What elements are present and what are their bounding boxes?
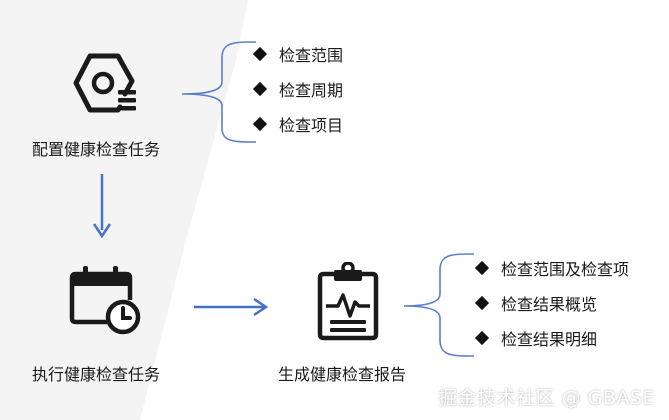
report-items-brace (403, 253, 475, 357)
config-items-brace (181, 41, 257, 143)
list-item: 检查范围及检查项 (474, 250, 630, 285)
config-items-list: 检查范围 检查周期 检查项目 (252, 36, 344, 141)
diamond-bullet-icon (252, 116, 268, 131)
list-item: 检查范围 (252, 36, 344, 71)
diamond-bullet-icon (474, 260, 490, 275)
diamond-bullet-icon (474, 295, 490, 310)
right-arrow (194, 297, 269, 317)
watermark: 掘金技术社区 @ GBASE (438, 387, 655, 409)
list-item: 检查结果概览 (474, 285, 629, 320)
config-item-label: 检查周期 (279, 80, 344, 100)
config-item-label: 检查范围 (279, 45, 344, 65)
report-items-list: 检查范围及检查项 检查结果概览 检查结果明细 (474, 250, 630, 355)
list-item: 检查结果明细 (474, 320, 629, 355)
diamond-bullet-icon (474, 330, 490, 345)
step-report-label: 生成健康检查报告 (278, 365, 407, 384)
clipboard-heartbeat-icon (317, 262, 379, 341)
list-item: 检查项目 (252, 106, 344, 141)
report-item-label: 检查结果概览 (501, 294, 598, 314)
config-item-label: 检查项目 (279, 115, 344, 135)
calendar-clock-icon (69, 266, 141, 335)
report-item-label: 检查结果明细 (501, 329, 598, 349)
hexagon-gear-list-icon (73, 53, 136, 113)
step-config-label: 配置健康检查任务 (32, 140, 161, 159)
diamond-bullet-icon (252, 81, 268, 96)
step-execute-label: 执行健康检查任务 (32, 365, 161, 384)
down-arrow (92, 174, 112, 239)
report-item-label: 检查范围及检查项 (501, 259, 630, 279)
diamond-bullet-icon (252, 46, 268, 61)
list-item: 检查周期 (252, 71, 344, 106)
